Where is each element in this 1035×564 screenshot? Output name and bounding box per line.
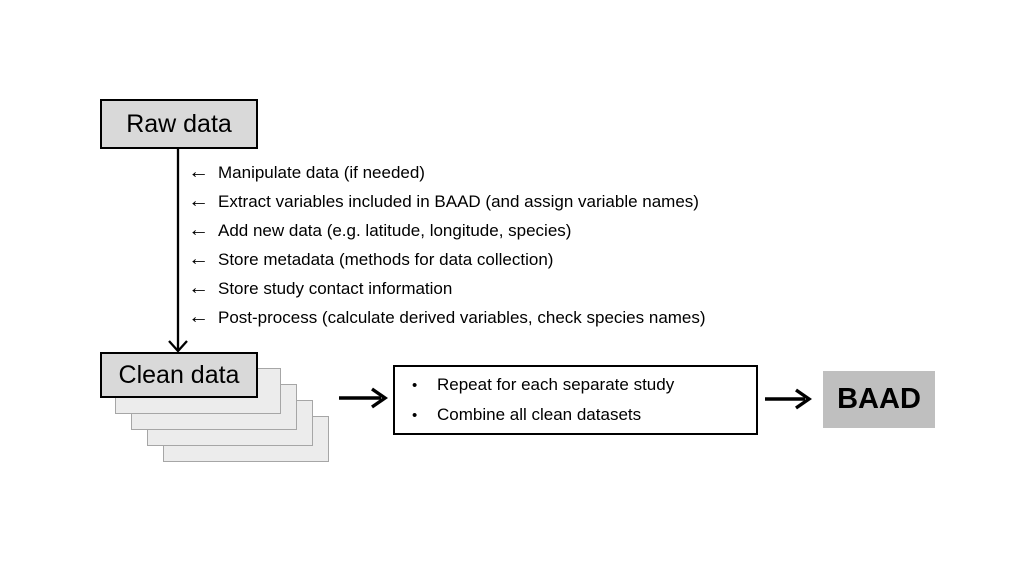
process-bullet-item: • Repeat for each separate study <box>412 370 756 400</box>
step-item: ← Store study contact information <box>188 274 706 303</box>
raw-data-box: Raw data <box>100 99 258 149</box>
baad-box: BAAD <box>823 371 935 428</box>
raw-data-label: Raw data <box>126 109 232 138</box>
step-label: Manipulate data (if needed) <box>218 162 425 182</box>
left-arrow-icon: ← <box>188 276 209 299</box>
step-label: Post-process (calculate derived variable… <box>218 307 706 327</box>
left-arrow-icon: ← <box>188 247 209 270</box>
step-item: ← Add new data (e.g. latitude, longitude… <box>188 216 706 245</box>
arrow-right-stack-to-process <box>339 387 388 409</box>
step-label: Store metadata (methods for data collect… <box>218 249 554 269</box>
processing-steps-list: ← Manipulate data (if needed) ← Extract … <box>188 158 706 332</box>
process-bullet-label: Repeat for each separate study <box>437 375 675 394</box>
arrow-down-raw-to-clean <box>168 149 188 353</box>
arrow-right-process-to-baad <box>765 388 812 410</box>
process-box: • Repeat for each separate study • Combi… <box>393 365 758 435</box>
process-bullet-item: • Combine all clean datasets <box>412 400 756 430</box>
step-item: ← Extract variables included in BAAD (an… <box>188 187 706 216</box>
step-item: ← Store metadata (methods for data colle… <box>188 245 706 274</box>
left-arrow-icon: ← <box>188 218 209 241</box>
left-arrow-icon: ← <box>188 189 209 212</box>
step-item: ← Post-process (calculate derived variab… <box>188 303 706 332</box>
baad-label: BAAD <box>837 383 921 415</box>
left-arrow-icon: ← <box>188 305 209 328</box>
bullet-icon: • <box>412 376 418 394</box>
step-item: ← Manipulate data (if needed) <box>188 158 706 187</box>
step-label: Add new data (e.g. latitude, longitude, … <box>218 220 572 240</box>
step-label: Store study contact information <box>218 278 453 298</box>
clean-data-label: Clean data <box>118 360 240 389</box>
clean-data-box: Clean data <box>100 352 258 398</box>
left-arrow-icon: ← <box>188 160 209 183</box>
bullet-icon: • <box>412 406 418 424</box>
step-label: Extract variables included in BAAD (and … <box>218 191 699 211</box>
process-bullet-label: Combine all clean datasets <box>437 405 642 424</box>
